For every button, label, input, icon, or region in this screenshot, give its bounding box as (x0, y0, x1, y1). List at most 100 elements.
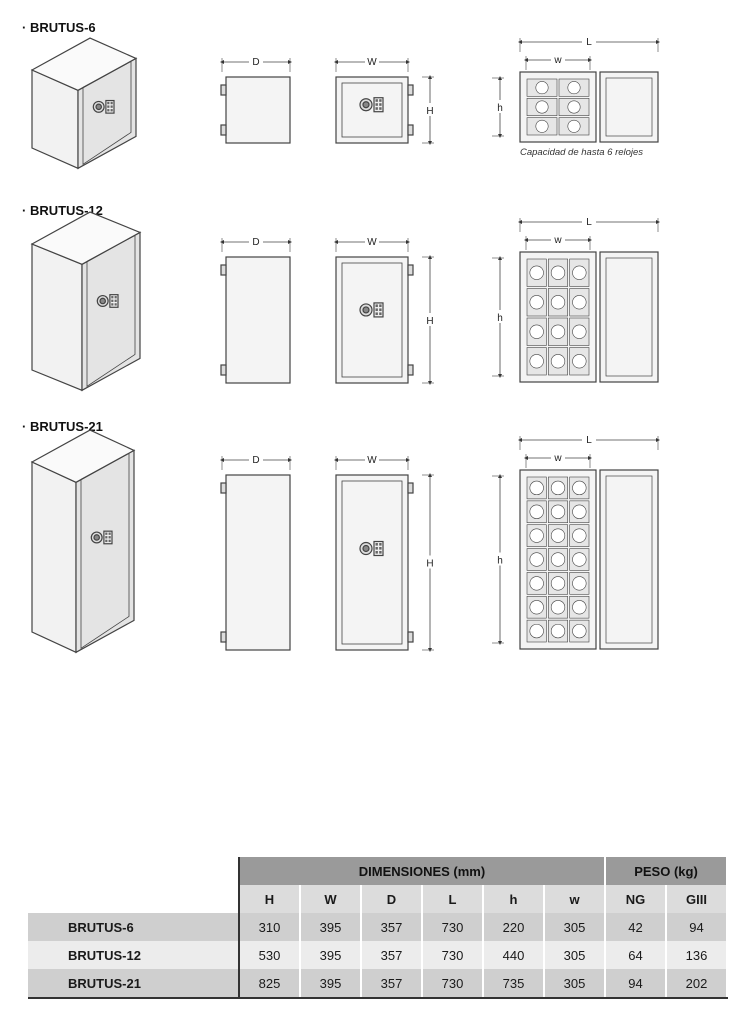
brutus-6-front-hinge (407, 124, 414, 136)
brutus-12-hinge (220, 364, 227, 376)
brutus-12-front-lock-key (375, 312, 378, 316)
brutus-21-dim-W-label-bg (365, 453, 379, 465)
brutus-12-iso-lock-key (111, 296, 114, 299)
brutus-12-iso-lock-key (111, 303, 114, 306)
brutus-21-watch-winder-icon (550, 528, 566, 543)
brutus-21-iso-lock-key (108, 539, 111, 543)
brutus-21-watch-winder-icon (572, 504, 587, 519)
brutus-21-watch-winder-icon (529, 576, 544, 591)
brutus-21-watch-winder-icon (550, 480, 566, 496)
brutus-21-dim-D-label-bg (249, 453, 263, 465)
brutus-6-dim-H-label-bg (424, 103, 436, 116)
brutus-21-iso-lock-key (105, 539, 108, 543)
brutus-21-watch-winder-icon (550, 623, 566, 639)
brutus-12-iso-door (86, 234, 136, 388)
brutus-6-iso-lock-key (110, 109, 113, 112)
brutus-6-front-view (335, 76, 409, 144)
brutus-12-front-view (335, 256, 409, 384)
brutus-6-front-lock-key (375, 99, 378, 102)
brutus-6-dim-h-label-bg (494, 100, 506, 113)
brutus-6-watch-winder-icon (567, 81, 581, 95)
brutus-21-iso-lock-key (108, 536, 111, 539)
brutus-6-dim-W-label: W (367, 57, 377, 68)
table-cell: 64 (604, 941, 667, 969)
brutus-12-front-lock-key (375, 308, 378, 312)
table-corner (28, 857, 239, 885)
brutus-12-iso-lock-key (114, 299, 117, 302)
table-cell: 395 (300, 913, 362, 941)
brutus-12-iso-lock-dial-center (99, 297, 107, 305)
brutus-6-front-hinge (407, 84, 414, 96)
brutus-21-watch-winder-icon (529, 528, 544, 543)
brutus-12-watch-winder-icon (572, 295, 587, 310)
row-label: BRUTUS-6 (28, 913, 239, 941)
brutus-12-watch-winder-icon (572, 265, 587, 280)
brutus-12-front-lock-key (379, 304, 382, 308)
brutus-21-dim-w-label: w (553, 453, 562, 464)
table-cell: 357 (361, 913, 423, 941)
brutus-12-dim-W-label: W (367, 237, 377, 248)
brutus-6-iso-lock-keypad-icon (105, 99, 115, 114)
brutus-12-front-lock-keypad-icon (373, 302, 384, 318)
brutus-12-iso-left-face (31, 243, 83, 392)
brutus-21-front-lock-dial-center (362, 544, 370, 553)
brutus-21-dim-W-label: W (367, 455, 377, 466)
brutus-6-front-door (341, 82, 403, 138)
brutus-21-front-lock-key (375, 547, 378, 550)
brutus-21-front-lock-key (379, 543, 382, 546)
brutus-6-watch-winder-icon (535, 119, 549, 133)
brutus-21-watch-winder-icon (572, 480, 587, 496)
brutus-6-dim-H-label: H (426, 106, 433, 117)
brutus-21-watch-winder-icon (572, 600, 587, 615)
table-cell: 440 (483, 941, 545, 969)
brutus-21-iso-left-face (31, 461, 77, 654)
table-row: BRUTUS-6 310 395 357 730 220 305 42 94 (28, 913, 728, 941)
brutus-21-dim-L-label-bg (582, 433, 596, 445)
table-cell: 305 (544, 969, 606, 999)
brutus-21-front-hinge (407, 631, 414, 643)
brutus-21-front-lock-key (379, 547, 382, 550)
brutus-12-watch-winder-icon (529, 354, 544, 369)
brutus-6-dim-w-label-bg (551, 53, 565, 65)
table-cell: 735 (483, 969, 545, 999)
brutus-12-front-door (341, 262, 403, 378)
brutus-21-watch-winder-icon (550, 552, 566, 567)
brutus-21-iso-lock-keypad-icon (103, 530, 113, 545)
table-cell: 357 (361, 941, 423, 969)
table-cell: 395 (300, 941, 362, 969)
brutus-21-open-door (599, 469, 659, 650)
brutus-6-iso-lock-key (107, 101, 110, 105)
brutus-21-watch-winder-icon (550, 504, 566, 519)
brutus-6-dim-L-label: L (586, 37, 592, 48)
table-cell: 94 (666, 913, 728, 941)
brutus-6-front-lock-keypad-icon (373, 97, 384, 113)
brutus-21-dim-h-label-bg (494, 552, 506, 566)
brutus-12-dim-h-label: h (497, 313, 503, 324)
brutus-12-dim-D-label-bg (249, 235, 263, 247)
brutus-6-dim-W-label-bg (365, 55, 379, 67)
brutus-6-iso-lock-dial-center (95, 103, 103, 111)
table-cell: 94 (604, 969, 667, 999)
col-header-w: w (544, 885, 606, 913)
brutus-12-open-door-panel (605, 257, 653, 377)
brutus-6-front-lock-key (379, 99, 382, 102)
brutus-12-front-hinge (407, 264, 414, 276)
brutus-21-hinge (220, 631, 227, 643)
brutus-21-iso-lock-key (108, 532, 111, 535)
brutus-12-hinge (220, 264, 227, 276)
table-row: BRUTUS-12 530 395 357 730 440 305 64 136 (28, 941, 728, 969)
table-cell: 357 (361, 969, 423, 999)
brutus-6-watch-winder-icon (535, 81, 549, 95)
brutus-12-watch-winder-icon (572, 324, 587, 339)
brutus-12-dim-W-label-bg (365, 235, 379, 247)
brutus-12-iso-lock-key (111, 299, 114, 302)
brutus-12-iso-lock-key (114, 296, 117, 299)
brutus-12-open-door (599, 251, 659, 383)
table-cell: 730 (422, 969, 484, 999)
brutus-12-dim-w-label-bg (551, 233, 565, 245)
table-cell: 730 (422, 941, 484, 969)
brutus-21-iso-top-face (30, 429, 136, 483)
section-title-brutus-12: · BRUTUS-12 (22, 203, 103, 218)
brutus-6-front-lock-key (375, 107, 378, 110)
row-label: BRUTUS-21 (28, 969, 239, 999)
